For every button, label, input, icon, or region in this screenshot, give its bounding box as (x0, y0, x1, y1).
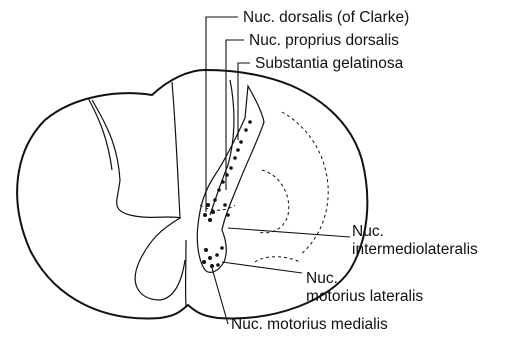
label-intermedio-line2: intermediolateralis (352, 241, 478, 258)
label-motorius-lateralis-line1: Nuc. (306, 270, 338, 287)
label-substantia-gelatinosa: Substantia gelatinosa (255, 55, 404, 72)
label-nuc-proprius: Nuc. proprius dorsalis (249, 32, 399, 49)
label-motorius-medialis: Nuc. motorius medialis (231, 316, 388, 333)
label-nuc-dorsalis: Nuc. dorsalis (of Clarke) (243, 9, 409, 26)
label-motorius-lateralis-line2: motorius lateralis (306, 288, 423, 305)
label-intermedio-line1: Nuc. (352, 223, 384, 240)
